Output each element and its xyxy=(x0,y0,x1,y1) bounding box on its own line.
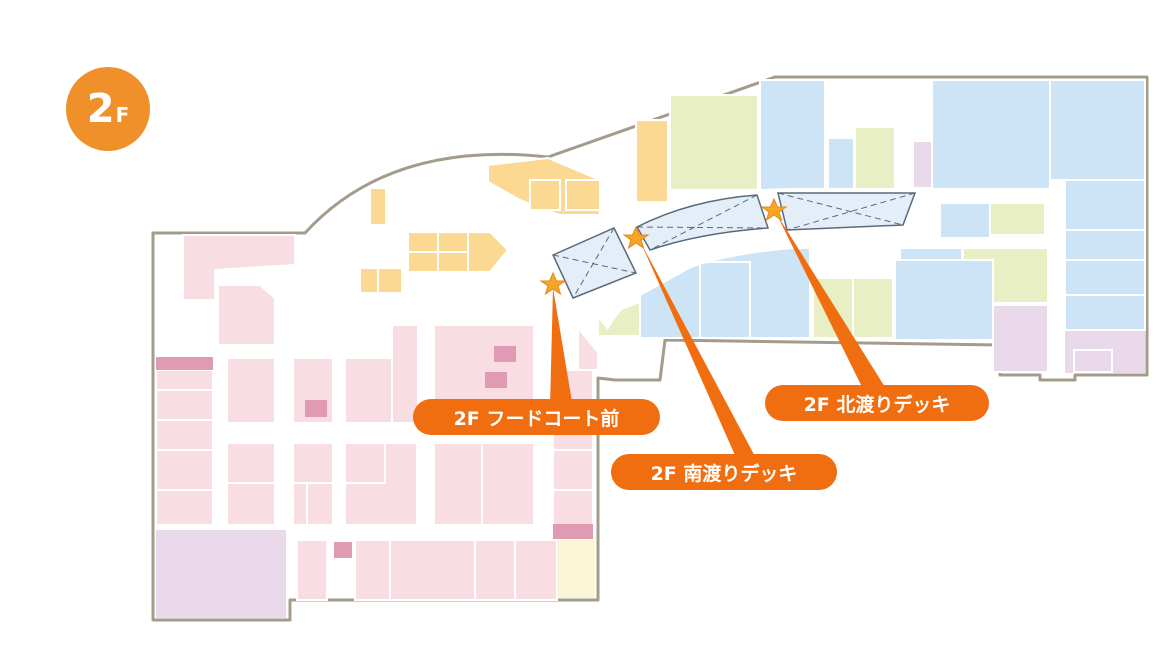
food-court-pointer xyxy=(550,288,573,408)
star-markers xyxy=(539,197,788,296)
corridors xyxy=(598,188,1062,330)
purple-shops xyxy=(156,142,1145,618)
food-court-star-icon xyxy=(539,271,567,296)
pointer-wedges xyxy=(550,213,890,462)
south-deck-pointer xyxy=(641,243,758,462)
south-deck-star-icon xyxy=(622,225,650,250)
south-deck-label[interactable]: 2F 南渡りデッキ xyxy=(611,454,837,490)
north-deck-label[interactable]: 2F 北渡りデッキ xyxy=(765,385,989,421)
dark-pink-shops xyxy=(156,346,593,558)
food-court-shops xyxy=(359,119,669,294)
floor-unit: F xyxy=(115,103,130,127)
north-deck-star-icon xyxy=(760,197,788,222)
food-court-label[interactable]: 2F フードコート前 xyxy=(413,399,660,435)
north-deck-pointer xyxy=(776,213,890,395)
deck-cross-lines xyxy=(552,192,916,299)
blue-shops xyxy=(639,79,1146,341)
floor-number: 2 xyxy=(86,86,115,132)
